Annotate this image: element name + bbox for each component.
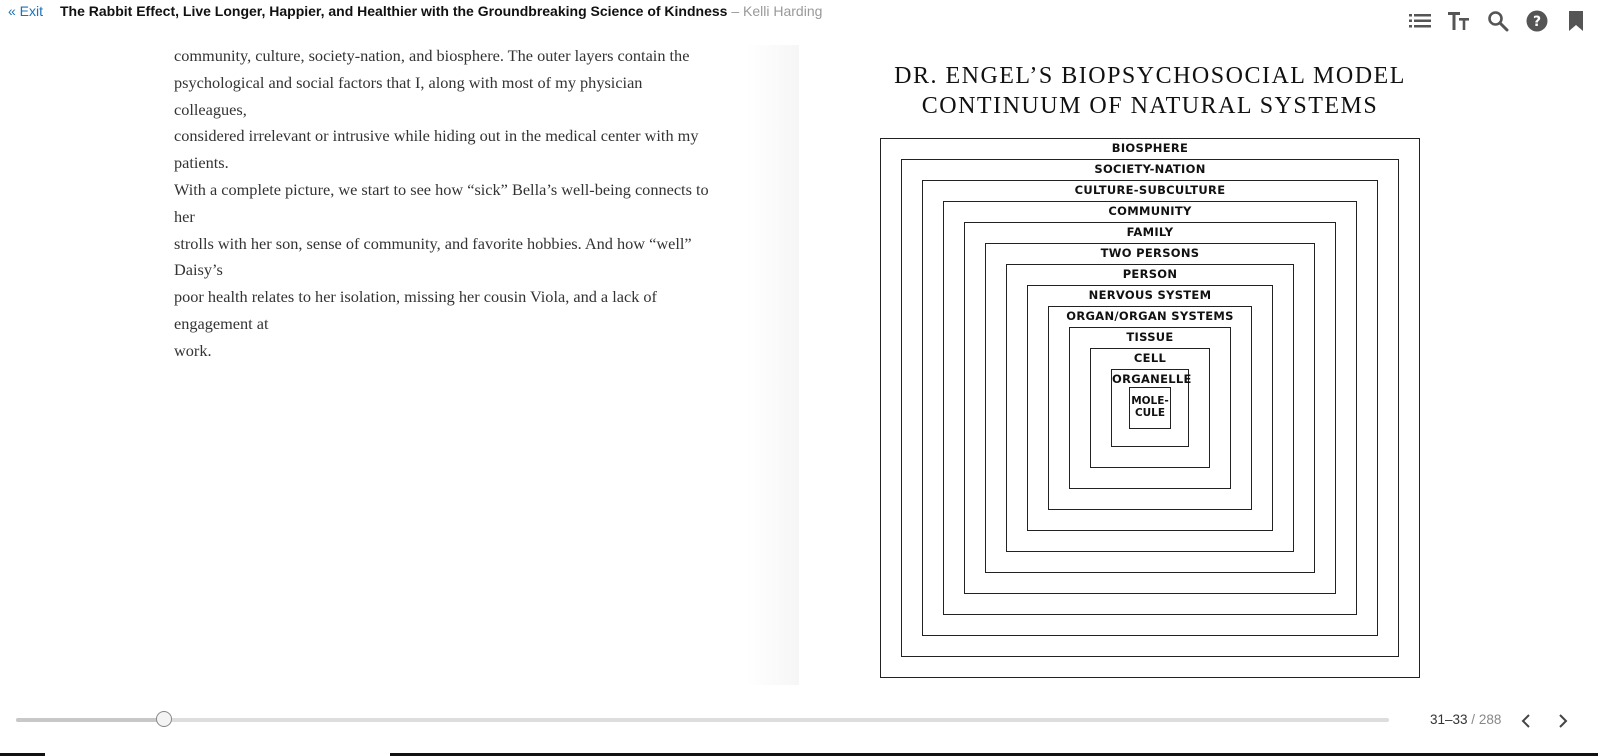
layer-organelle: ORGANELLE	[1111, 369, 1192, 447]
layer-label: COMMUNITY	[1108, 204, 1192, 218]
layer-label: ORGAN/ORGAN SYSTEMS	[1066, 309, 1234, 323]
chevron-right-icon	[1559, 714, 1568, 728]
book-title: The Rabbit Effect, Live Longer, Happier,…	[60, 3, 728, 19]
search-button[interactable]	[1486, 9, 1510, 33]
book-author: Kelli Harding	[743, 3, 823, 19]
layer-tissue: TISSUE	[1069, 327, 1231, 489]
toc-button[interactable]	[1408, 9, 1432, 33]
layer-label: TISSUE	[1126, 330, 1174, 344]
exit-link[interactable]: « Exit	[8, 3, 44, 19]
figure-title-line: CONTINUUM OF NATURAL SYSTEMS	[921, 93, 1379, 119]
layer-society-nation: SOCIETY-NATION	[901, 159, 1399, 657]
progress-fill	[16, 718, 165, 722]
progress-slider[interactable]	[16, 711, 1389, 727]
text-size-button[interactable]	[1447, 9, 1471, 33]
figure-title: DR. ENGEL’S BIOPSYCHOSOCIAL MODEL CONTIN…	[870, 61, 1430, 121]
next-page-button[interactable]	[1552, 710, 1574, 732]
figure-title-line: DR. ENGEL’S BIOPSYCHOSOCIAL MODEL	[894, 63, 1406, 89]
layer-cell: CELL	[1090, 348, 1210, 468]
layer-molecule: MOLE- CULE	[1129, 387, 1171, 429]
page-gutter	[745, 45, 799, 685]
layer-two-persons: TWO PERSONS	[985, 243, 1315, 573]
bookmark-icon	[1569, 11, 1583, 31]
text-line: poor health relates to her isolation, mi…	[174, 287, 657, 333]
bottom-edge	[0, 753, 45, 756]
chevron-left-icon	[1521, 714, 1530, 728]
book-title-bar: The Rabbit Effect, Live Longer, Happier,…	[60, 3, 822, 19]
text-line: considered irrelevant or intrusive while…	[174, 126, 699, 173]
text-line: psychological and social factors that I,…	[174, 72, 643, 119]
text-line: strolls with her son, sense of community…	[174, 233, 692, 280]
page-separator: /	[1467, 712, 1479, 727]
bookmark-button[interactable]	[1564, 9, 1588, 33]
top-bar: « Exit The Rabbit Effect, Live Longer, H…	[0, 0, 1598, 44]
layer-label: BIOSPHERE	[1111, 141, 1189, 155]
layer-organ-systems: ORGAN/ORGAN SYSTEMS	[1048, 306, 1252, 510]
layer-label: SOCIETY-NATION	[1094, 162, 1206, 176]
layer-biosphere: BIOSPHERE	[880, 138, 1420, 678]
toolbar: ?	[1408, 9, 1588, 33]
layer-label: CULTURE-SUBCULTURE	[1074, 183, 1226, 197]
layer-label: NERVOUS SYSTEM	[1088, 288, 1212, 302]
bottom-edge	[390, 753, 1598, 756]
help-button[interactable]: ?	[1525, 9, 1549, 33]
text-line: With a complete picture, we start to see…	[174, 179, 709, 226]
title-separator: –	[727, 3, 744, 19]
text-size-icon	[1448, 12, 1469, 30]
page-indicator: 31–33 / 288	[1430, 712, 1501, 727]
layer-person: PERSON	[1006, 264, 1294, 552]
help-icon: ?	[1526, 10, 1548, 32]
page-total: 288	[1478, 712, 1502, 727]
layer-family: FAMILY	[964, 222, 1336, 594]
page-range: 31–33	[1430, 712, 1468, 727]
molecule-label-line: CULE	[1134, 407, 1166, 419]
search-icon	[1488, 11, 1509, 32]
layer-label: MOLE- CULE	[1130, 395, 1170, 419]
progress-thumb[interactable]	[156, 711, 173, 727]
text-line: community, culture, society-nation, and …	[174, 46, 690, 65]
prev-page-button[interactable]	[1515, 710, 1537, 732]
layer-label: PERSON	[1122, 267, 1178, 281]
text-line: work.	[174, 340, 212, 360]
svg-text:?: ?	[1533, 14, 1541, 30]
molecule-label-line: MOLE-	[1131, 395, 1169, 407]
layer-label: CELL	[1133, 351, 1167, 365]
layer-label: ORGANELLE	[1112, 372, 1192, 386]
layer-culture-subculture: CULTURE-SUBCULTURE	[922, 180, 1378, 636]
list-icon	[1409, 14, 1431, 28]
layer-nervous-system: NERVOUS SYSTEM	[1027, 285, 1273, 531]
page-text: community, culture, society-nation, and …	[174, 43, 719, 365]
layer-community: COMMUNITY	[943, 201, 1357, 615]
layer-label: TWO PERSONS	[1100, 246, 1200, 260]
layer-label: FAMILY	[1126, 225, 1174, 239]
